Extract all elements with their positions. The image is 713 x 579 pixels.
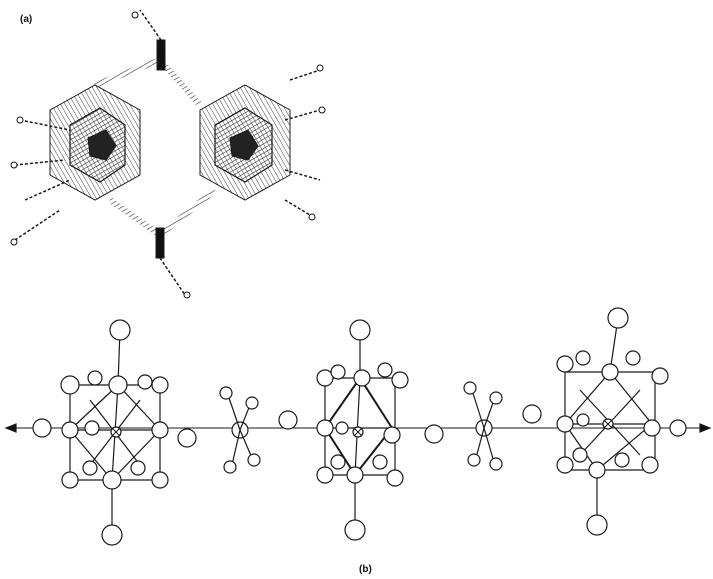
cluster-3 — [556, 307, 687, 536]
panel-a-packing-diagram — [10, 9, 326, 299]
panel-b-chain-diagram — [4, 307, 712, 546]
linker-2 — [424, 381, 542, 471]
cluster-2 — [316, 319, 409, 541]
linker-1 — [219, 386, 298, 474]
ligand-tip-atoms — [10, 11, 326, 299]
right-cluster-stack — [199, 69, 321, 216]
right-arrow-icon — [699, 423, 712, 433]
left-arrow-icon — [4, 423, 17, 433]
bottom-bridge-unit — [108, 187, 217, 296]
panel-a-label: (a) — [20, 14, 33, 25]
left-cluster-stack — [14, 84, 141, 241]
cluster-1 — [32, 319, 197, 546]
top-bridge-unit — [93, 9, 203, 107]
panel-b-label: (b) — [359, 564, 372, 575]
